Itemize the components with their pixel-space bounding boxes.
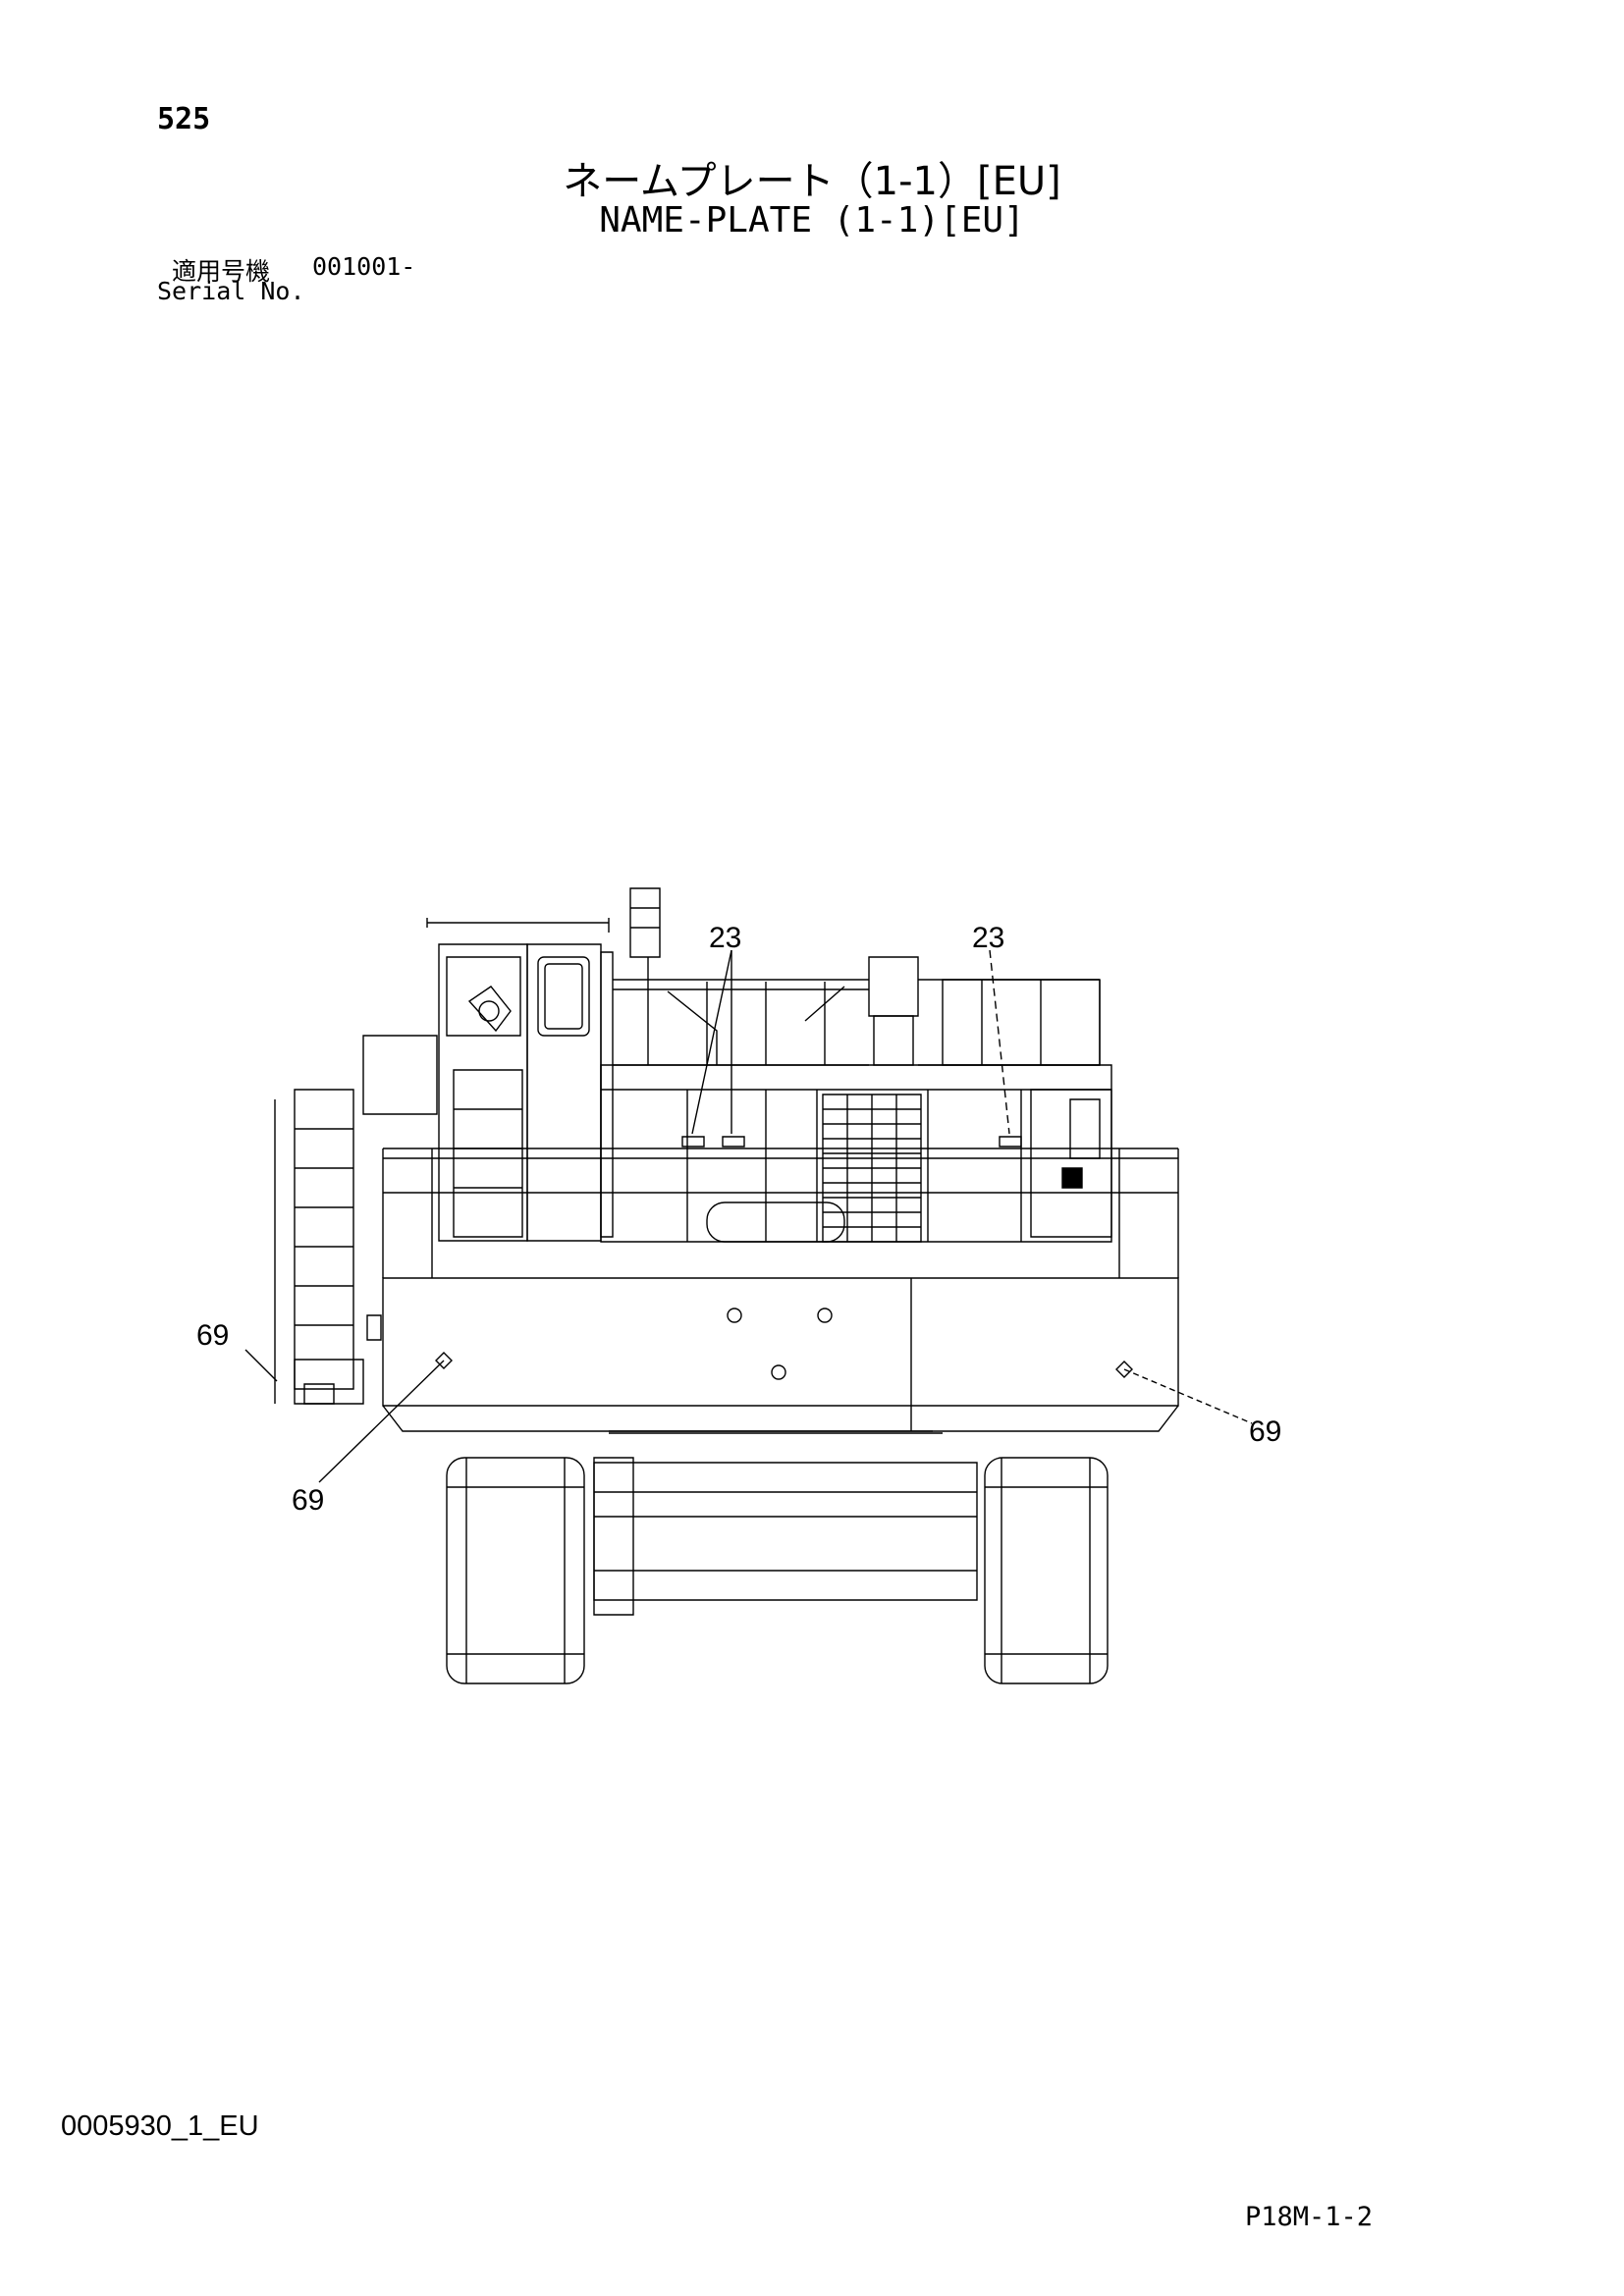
- serial-range: 001001-: [312, 252, 416, 281]
- side-ladder: [275, 1036, 437, 1404]
- sheet-code: P18M-1-2: [1245, 2202, 1374, 2232]
- name-plate-23-c: [1000, 1137, 1021, 1147]
- serial-label-japanese: 適用号機: [172, 257, 271, 286]
- upper-guard-rail: [613, 957, 1100, 1065]
- callout-69-bottom: 69: [292, 1484, 324, 1517]
- callout-69-right: 69: [1249, 1415, 1281, 1448]
- fuel-tank: [707, 1202, 844, 1242]
- engine-cover-panels: [601, 1065, 1111, 1242]
- page-number: 525: [157, 102, 211, 136]
- drawing-id: 0005930_1_EU: [61, 2110, 259, 2142]
- page-title-english: NAME-PLATE (1-1)[EU]: [599, 200, 1025, 240]
- name-plate-23-a: [682, 1137, 704, 1147]
- name-plate-69-a: [436, 1353, 452, 1368]
- radiator-grille: [823, 1095, 921, 1242]
- page-title-japanese: ネームプレート（1-1）[EU]: [563, 159, 1061, 204]
- right-track: [985, 1458, 1108, 1683]
- left-track: [447, 1458, 584, 1683]
- serial-label-english: Serial No.: [157, 277, 305, 305]
- exhaust-stack: [630, 888, 660, 957]
- callout-23-left: 23: [709, 922, 741, 954]
- counterweight: [383, 1278, 1178, 1431]
- callout-69-left: 69: [196, 1319, 229, 1352]
- leader-lines: [245, 950, 1252, 1482]
- name-plate-23-b: [723, 1137, 744, 1147]
- lower-guard-rail: [383, 1148, 1178, 1278]
- undercarriage: [594, 1433, 977, 1615]
- callout-23-right: 23: [972, 922, 1004, 954]
- name-plate-69-b: [1116, 1362, 1132, 1377]
